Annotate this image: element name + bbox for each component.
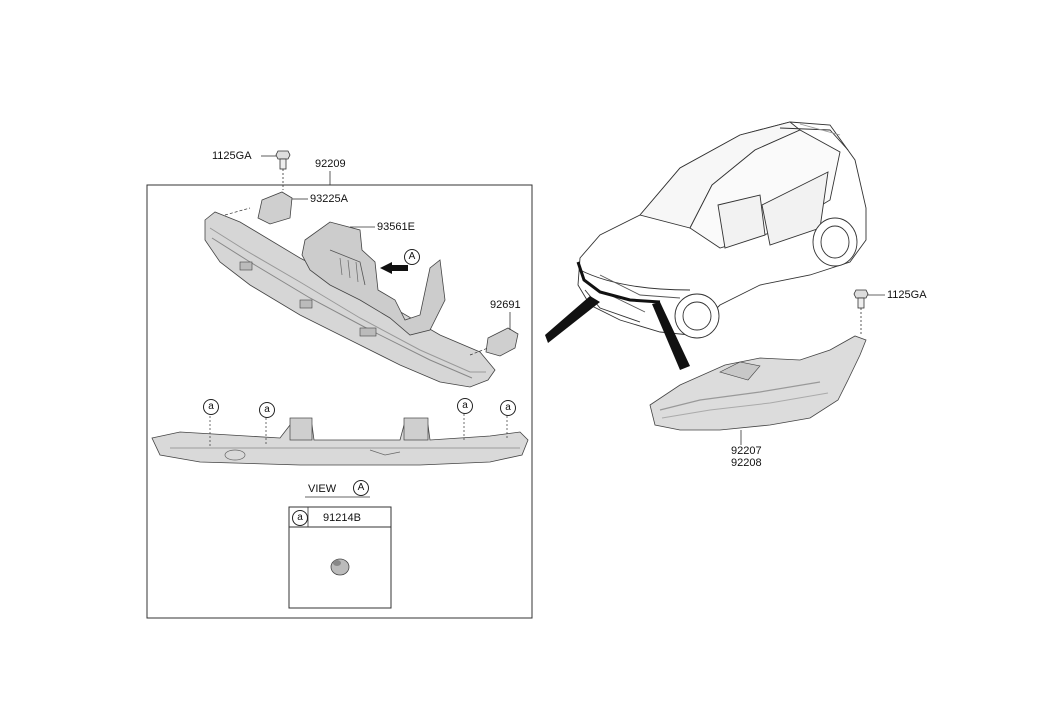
view-marker-arrow: A [404, 249, 420, 265]
vehicle-lamp-highlight [576, 261, 661, 304]
callout-clip-3[interactable]: a [457, 398, 473, 414]
label-lamp-lh[interactable]: 92207 [731, 445, 762, 457]
callout-clip-2[interactable]: a [259, 402, 275, 418]
bolt-right-icon [853, 289, 885, 335]
label-lamp-rh[interactable]: 92208 [731, 457, 762, 469]
label-bracket-right[interactable]: 92691 [490, 299, 521, 311]
callout-clip-1[interactable]: a [203, 399, 219, 415]
view-arrow-icon [380, 262, 408, 274]
label-bolt-right[interactable]: 1125GA [887, 289, 927, 301]
label-bracket-upper[interactable]: 93225A [310, 193, 348, 205]
label-assembly[interactable]: 92209 [315, 158, 346, 170]
view-marker-title: A [353, 480, 369, 496]
callout-clip-4[interactable]: a [500, 400, 516, 416]
bracket-93225a-drawing [257, 191, 308, 225]
garnish-rear-view-drawing [151, 414, 529, 466]
label-detail-part[interactable]: 91214B [323, 512, 361, 524]
bolt-left-icon [261, 150, 291, 190]
detail-marker: a [292, 510, 308, 526]
view-label: VIEW [308, 483, 337, 495]
garnish-assembly-drawing [204, 207, 496, 388]
assembly-frame [146, 184, 533, 619]
clip-91214b-icon [330, 558, 350, 576]
leader-wedge-left [545, 296, 600, 343]
drl-lamp-drawing [649, 335, 867, 445]
detail-box [288, 506, 392, 609]
bracket-92691-drawing [469, 312, 519, 357]
label-bolt-left[interactable]: 1125GA [212, 150, 252, 162]
bracket-93561e-drawing [301, 221, 446, 336]
leader-wedge-right [652, 302, 690, 370]
vehicle-drawing [577, 121, 867, 339]
label-bracket-center[interactable]: 93561E [377, 221, 415, 233]
